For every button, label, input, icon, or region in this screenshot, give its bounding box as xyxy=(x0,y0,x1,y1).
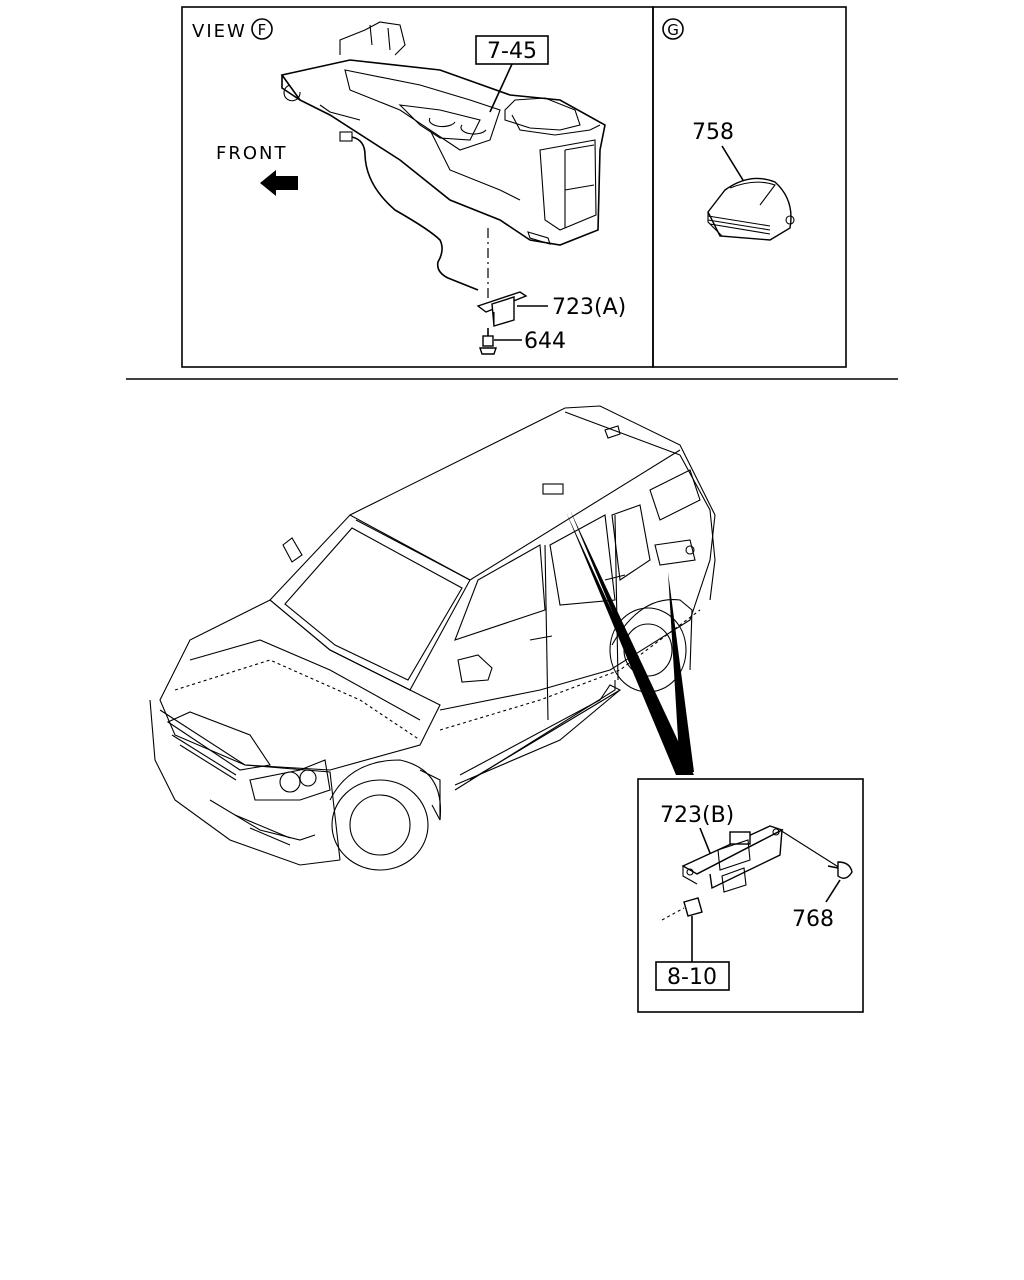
leader-768-line xyxy=(779,829,841,869)
screw-644-drawing xyxy=(479,328,497,355)
connector-drawing xyxy=(661,897,703,921)
part-768: 768 xyxy=(792,907,834,932)
part-644: 644 xyxy=(524,329,566,354)
ref-7-45: 7-45 xyxy=(487,39,537,64)
center-console-drawing xyxy=(280,21,606,246)
view-g-letter-circle xyxy=(662,18,684,40)
ref-8-10: 8-10 xyxy=(667,965,717,990)
wire-harness-drawing xyxy=(339,131,479,291)
detail-b-panel: 723(B) 768 8-10 xyxy=(637,778,864,1013)
view-letter: F xyxy=(258,21,267,39)
detail-leader-wedges xyxy=(566,510,694,775)
ref-box-8-10 xyxy=(655,961,730,991)
part-723a: 723(A) xyxy=(552,295,626,320)
leader-7-45 xyxy=(489,63,513,113)
leader-768 xyxy=(825,879,841,903)
bracket-b-drawing xyxy=(681,825,784,893)
view-g-letter: G xyxy=(667,21,679,39)
vehicle-drawing xyxy=(149,405,716,871)
front-arrow-icon xyxy=(260,170,298,196)
view-g-panel xyxy=(652,6,847,368)
view-letter-circle xyxy=(251,18,273,40)
part-758: 758 xyxy=(692,120,734,145)
view-label: VIEW xyxy=(192,21,247,42)
leader-758 xyxy=(721,145,747,186)
front-label: FRONT xyxy=(216,143,288,164)
knob-758-drawing xyxy=(707,177,795,241)
screw-768-drawing xyxy=(827,861,853,879)
bracket-a-drawing xyxy=(476,291,528,327)
view-f-panel: VIEW F FRONT xyxy=(181,6,847,368)
ref-box-7-45 xyxy=(475,35,549,65)
part-723b: 723(B) xyxy=(660,803,734,828)
